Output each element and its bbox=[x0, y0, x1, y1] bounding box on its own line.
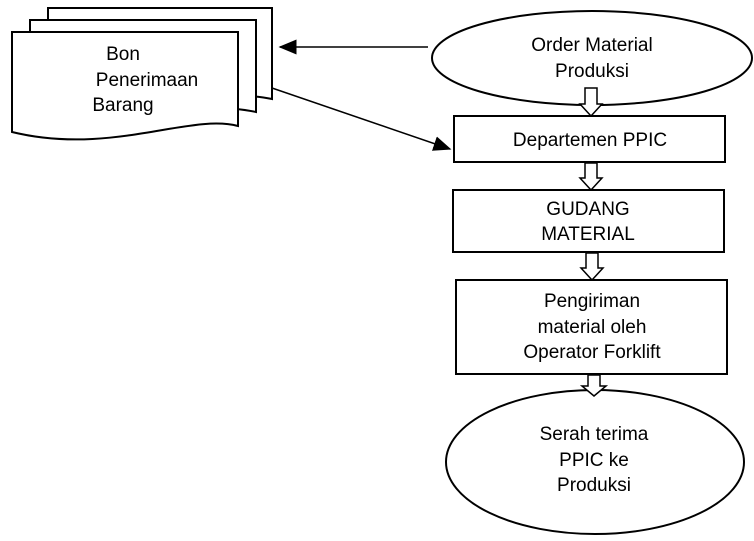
arrow-document-to-ppic bbox=[271, 87, 452, 151]
ppic-box bbox=[453, 115, 726, 163]
ppic-node: Departemen PPIC bbox=[453, 115, 726, 163]
order-label-line-1: Order Material bbox=[531, 35, 652, 56]
serah-label-line-1: Serah terima bbox=[540, 424, 649, 445]
document-label-line-1: Bon bbox=[106, 44, 140, 65]
document-label-line-3: Barang bbox=[92, 95, 153, 116]
order-label-line-2: Produksi bbox=[555, 61, 629, 82]
pengiriman-node: Pengiriman material oleh Operator Forkli… bbox=[455, 279, 728, 375]
serah-label-line-2: PPIC ke bbox=[559, 450, 629, 471]
pengiriman-label-line-2: material oleh bbox=[538, 317, 647, 338]
pengiriman-label-line-3: Operator Forklift bbox=[523, 342, 661, 363]
gudang-label-line-2: MATERIAL bbox=[541, 224, 635, 245]
pengiriman-box bbox=[455, 279, 728, 375]
gudang-node: GUDANG MATERIAL bbox=[452, 189, 725, 253]
pengiriman-label-line-1: Pengiriman bbox=[544, 291, 640, 312]
block-arrow-pengiriman-to-serah bbox=[579, 374, 609, 397]
gudang-label-line-1: GUDANG bbox=[546, 199, 629, 220]
document-label-line-2: Penerimaan bbox=[96, 70, 198, 91]
block-arrow-gudang-to-pengiriman bbox=[579, 252, 605, 282]
ppic-label: Departemen PPIC bbox=[513, 130, 667, 151]
block-arrow-order-to-ppic bbox=[578, 87, 604, 118]
document-page-front bbox=[11, 31, 239, 141]
serah-label-line-3: Produksi bbox=[557, 475, 631, 496]
order-material-node: Order Material Produksi bbox=[431, 10, 753, 106]
serah-terima-node: Serah terima PPIC ke Produksi bbox=[445, 389, 745, 535]
gudang-box bbox=[452, 189, 725, 253]
block-arrow-ppic-to-gudang bbox=[578, 162, 604, 192]
document-stack: Bon Penerimaan Barang bbox=[11, 7, 273, 141]
